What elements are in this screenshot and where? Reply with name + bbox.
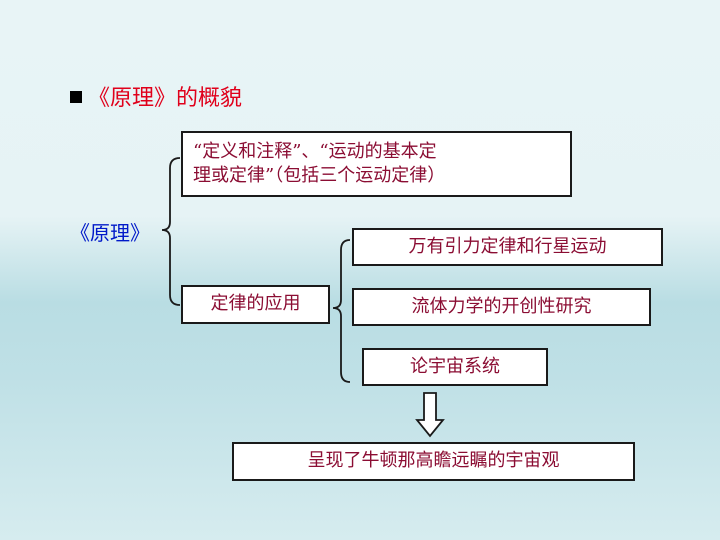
application-brace [332,239,351,383]
application-gravitation-label: 万有引力定律和行星运动 [408,235,607,257]
conclusion-label: 呈现了牛顿那高瞻远瞩的宇宙观 [307,450,560,472]
branch-definitions-line2: 理或定律”（包括三个运动定律） [193,165,446,186]
application-cosmos-label: 论宇宙系统 [410,355,500,377]
application-gravitation-box: 万有引力定律和行星运动 [352,228,663,266]
branch-applications-label: 定律的应用 [210,293,301,315]
application-cosmos-box: 论宇宙系统 [362,348,548,386]
hollow-down-arrow-icon [415,392,445,438]
branch-applications-box: 定律的应用 [181,285,330,324]
slide-heading: 《原理》的概貌 [70,80,242,112]
heading-text: 《原理》的概貌 [88,86,243,111]
root-label: 《原理》 [70,221,150,245]
black-square-icon [70,91,82,103]
application-fluid-box: 流体力学的开创性研究 [352,288,651,326]
conclusion-box: 呈现了牛顿那高瞻远瞩的宇宙观 [232,442,635,481]
root-brace [161,157,181,306]
branch-definitions-box: “定义和注释”、“运动的基本定 理或定律”（包括三个运动定律） [181,131,572,197]
branch-definitions-line1: “定义和注释”、“运动的基本定 [193,140,437,162]
application-fluid-label: 流体力学的开创性研究 [411,295,592,317]
